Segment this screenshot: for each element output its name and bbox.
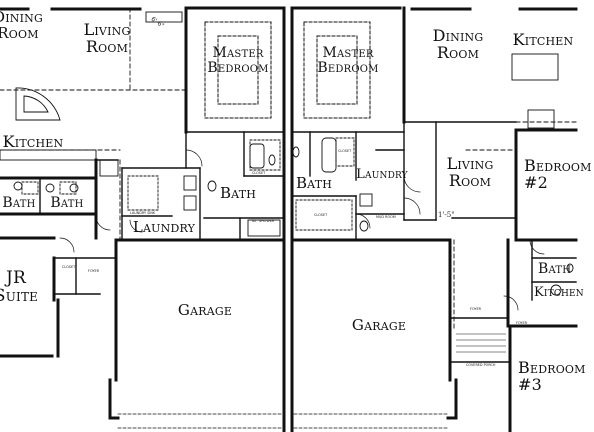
- room-label-master-right: Master Bedroom: [317, 45, 379, 76]
- room-label-bath-master-left: Bath: [219, 184, 257, 202]
- room-label-bath-2: Bath: [50, 195, 84, 211]
- door-swings: [59, 149, 545, 311]
- shower-note: 60" SHOWER: [252, 219, 275, 223]
- floor-plan: [0, 6, 578, 432]
- foyer-note-c: FOYER: [516, 321, 528, 325]
- room-label-laundry-right: Laundry: [356, 167, 408, 182]
- dimension-note-right: 1'-5": [438, 211, 455, 219]
- room-label-bath-master-right: Bath: [295, 174, 333, 192]
- room-label-dining-right: Dining Room: [432, 26, 484, 62]
- tray-ceiling-left: [204, 21, 272, 119]
- room-label-garage-left: Garage: [177, 301, 233, 319]
- foyer-note-b: FOYER: [470, 307, 482, 311]
- mud-room-note: MUD ROOM: [376, 215, 396, 219]
- closet-note-a: CLOSET: [252, 171, 266, 175]
- room-label-master-left: Master Bedroom: [207, 45, 269, 76]
- room-label-living-left: Living Room: [83, 20, 131, 56]
- room-label-bedroom-2: Bedroom #2: [524, 156, 592, 192]
- garage-doors: [117, 413, 449, 429]
- closet-note-c: CLOSET: [338, 149, 352, 153]
- room-label-kitchen-far-right: Kitchen: [534, 285, 584, 300]
- porch-steps: [456, 333, 506, 353]
- room-label-laundry-left: Laundry: [132, 218, 196, 236]
- room-label-living-right: Living Room: [446, 154, 494, 190]
- interior-walls: [39, 121, 577, 363]
- room-label-bath-right: Bath: [538, 261, 572, 277]
- tray-ceiling-right: [303, 21, 371, 119]
- room-label-kitchen-left: Kitchen: [2, 132, 64, 151]
- covered-porch-note: COVERED PORCH: [466, 363, 496, 367]
- room-label-kitchen-right: Kitchen: [512, 30, 574, 49]
- closet-note-d: CLOSET: [62, 265, 76, 269]
- laundry-sink-note: LAUNDRY SINK: [130, 211, 156, 215]
- room-label-garage-right: Garage: [351, 316, 407, 334]
- exterior-walls: [0, 6, 578, 432]
- room-label-bedroom-3: Bedroom #3: [518, 358, 586, 394]
- closet-note-b: CLOSET: [314, 213, 328, 217]
- room-label-dining-left: Dining Room: [0, 8, 43, 42]
- room-label-jr-suite: JR Suite: [0, 268, 39, 306]
- foyer-note-a: FOYER: [88, 269, 100, 273]
- fixtures: [0, 11, 574, 296]
- room-label-bath-1: Bath: [2, 195, 36, 211]
